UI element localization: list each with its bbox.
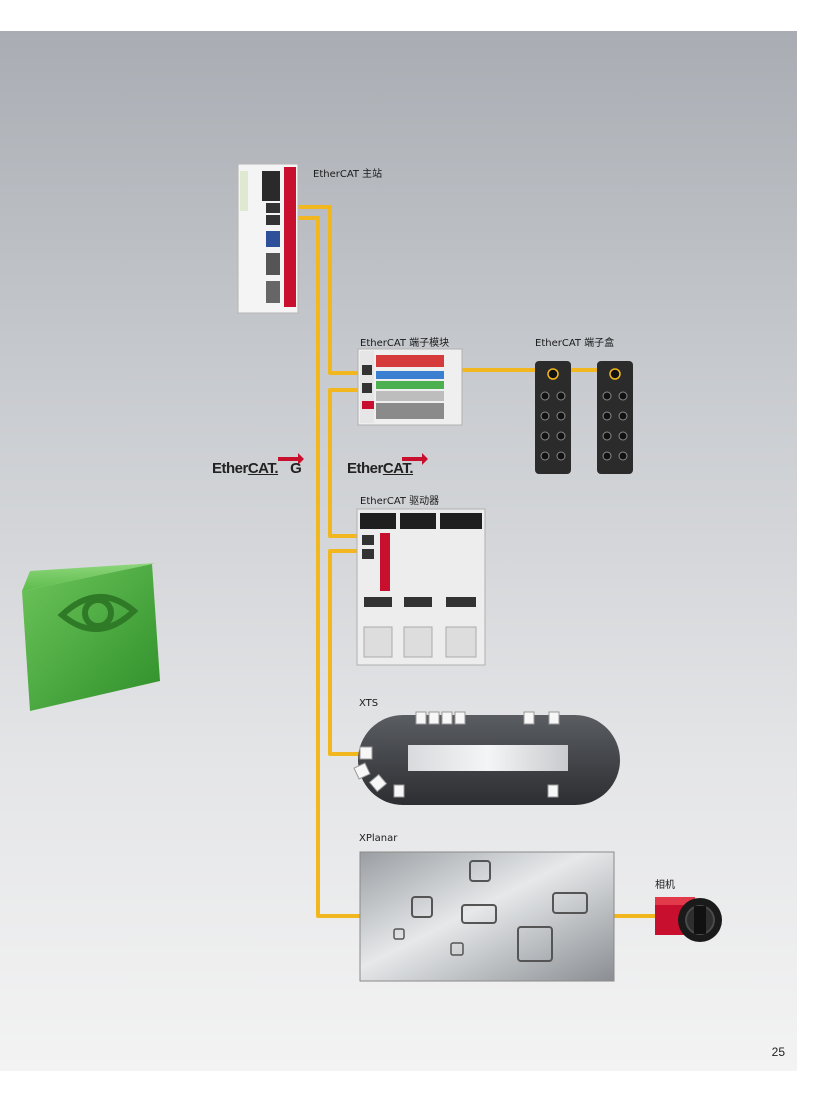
eye-icon — [57, 594, 139, 632]
topology-diagram — [22, 163, 722, 982]
label-master: EtherCAT 主站 — [313, 169, 383, 180]
label-terminal-box: EtherCAT 端子盒 — [535, 338, 615, 349]
ethercat-terminal-box-2 — [597, 361, 633, 474]
ethercat-g-logo-prefix: Ether — [212, 460, 248, 477]
label-terminal-module: EtherCAT 端子模块 — [360, 338, 450, 349]
ethercat-g-logo-suffix: G — [290, 460, 302, 477]
cable-master-down — [282, 216, 360, 918]
ethercat-g-logo-cat: CAT. — [247, 460, 279, 477]
label-camera: 相机 — [655, 880, 675, 891]
ethercat-g-logo: EtherCAT. G — [212, 460, 302, 477]
label-drive: EtherCAT 驱动器 — [360, 496, 440, 507]
xts-track — [353, 711, 620, 805]
xplanar-stage — [359, 851, 615, 982]
ethercat-terminal-box-1 — [535, 361, 571, 474]
cable-master-to-terminal — [282, 205, 358, 375]
label-xplanar: XPlanar — [359, 833, 398, 844]
camera-device — [655, 897, 722, 942]
page-background: EtherCAT 主站 EtherCAT 端子模块 EtherCAT 端子盒 E… — [0, 31, 797, 1071]
ethercat-cables — [282, 205, 660, 918]
ethercat-logo: EtherCAT. — [347, 460, 414, 477]
ethercat-terminal-module — [357, 348, 463, 426]
vision-cube — [22, 563, 160, 711]
label-xts: XTS — [359, 698, 379, 709]
ethercat-logo-prefix: Ether — [347, 460, 383, 477]
ethercat-logo-cat: CAT. — [382, 460, 414, 477]
ethercat-drives — [356, 508, 486, 666]
ethercat-master-ipc — [237, 163, 299, 314]
ethercat-logo-arrows — [278, 453, 428, 465]
cable-terminal-to-drive — [328, 388, 360, 538]
page-number: 25 — [771, 1045, 785, 1059]
cable-drive-to-xts — [328, 549, 362, 756]
